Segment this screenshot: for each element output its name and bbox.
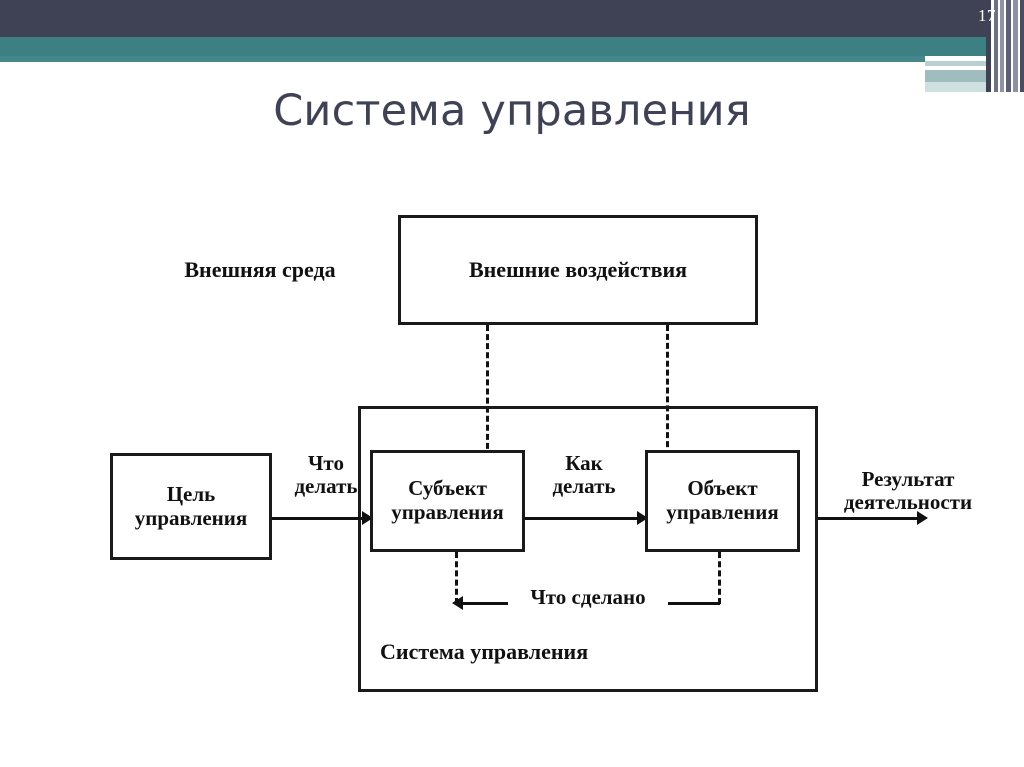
external-influences-box: Внешние воздействия [398,215,758,325]
feedback-riser-subject [455,552,458,604]
object-box-line2: управления [666,500,779,524]
subject-box: Субъект управления [370,450,525,552]
feedback-label: Что сделано [508,585,668,610]
object-box-line1: Объект [687,476,758,501]
dashed-connector-object [666,325,669,456]
goal-box-line1: Цель [166,481,216,506]
how-to-do-label: Как делать [538,428,630,499]
subject-to-object-line [525,517,643,520]
goal-box-line2: управления [134,505,248,530]
page-title: Система управления [273,86,751,136]
goal-to-subject-arrowhead [362,511,373,525]
subject-box-line2: управления [391,500,504,524]
how-to-do-line2: делать [552,474,616,499]
feedback-arrowhead [452,596,463,610]
header-accent-white-2 [925,66,1024,70]
what-to-do-line1: Что [308,450,344,475]
header-vertical-stripes [986,0,1024,92]
external-environment-label: Внешняя среда [184,257,336,282]
header-dark-band [0,0,1024,37]
result-label: Результат деятельности [828,444,988,515]
external-influences-box-label: Внешние воздействия [468,256,688,282]
system-boundary-box [358,406,818,692]
feedback-riser-object [718,552,721,604]
subject-box-line1: Субъект [408,476,487,501]
goal-box: Цель управления [110,453,272,560]
result-label-line2: деятельности [843,490,973,515]
result-output-line [818,517,923,520]
goal-to-subject-line [272,517,368,520]
what-to-do-label: Что делать [281,428,371,499]
what-to-do-line2: делать [294,474,358,499]
result-label-line1: Результат [861,466,955,491]
header-accent-pale-1 [925,61,1024,70]
result-output-arrowhead [917,511,928,525]
object-box: Объект управления [645,450,800,552]
header-teal-band-secondary [0,56,925,62]
how-to-do-line1: Как [565,450,603,475]
page-number: 17 [978,6,996,25]
header-accent-white-1 [925,56,1024,61]
header-teal-band [0,37,1024,56]
dashed-connector-subject [486,325,489,458]
subject-to-object-arrowhead [637,511,648,525]
header-accent-pale-3 [925,82,1024,92]
system-label: Система управления [380,639,589,664]
